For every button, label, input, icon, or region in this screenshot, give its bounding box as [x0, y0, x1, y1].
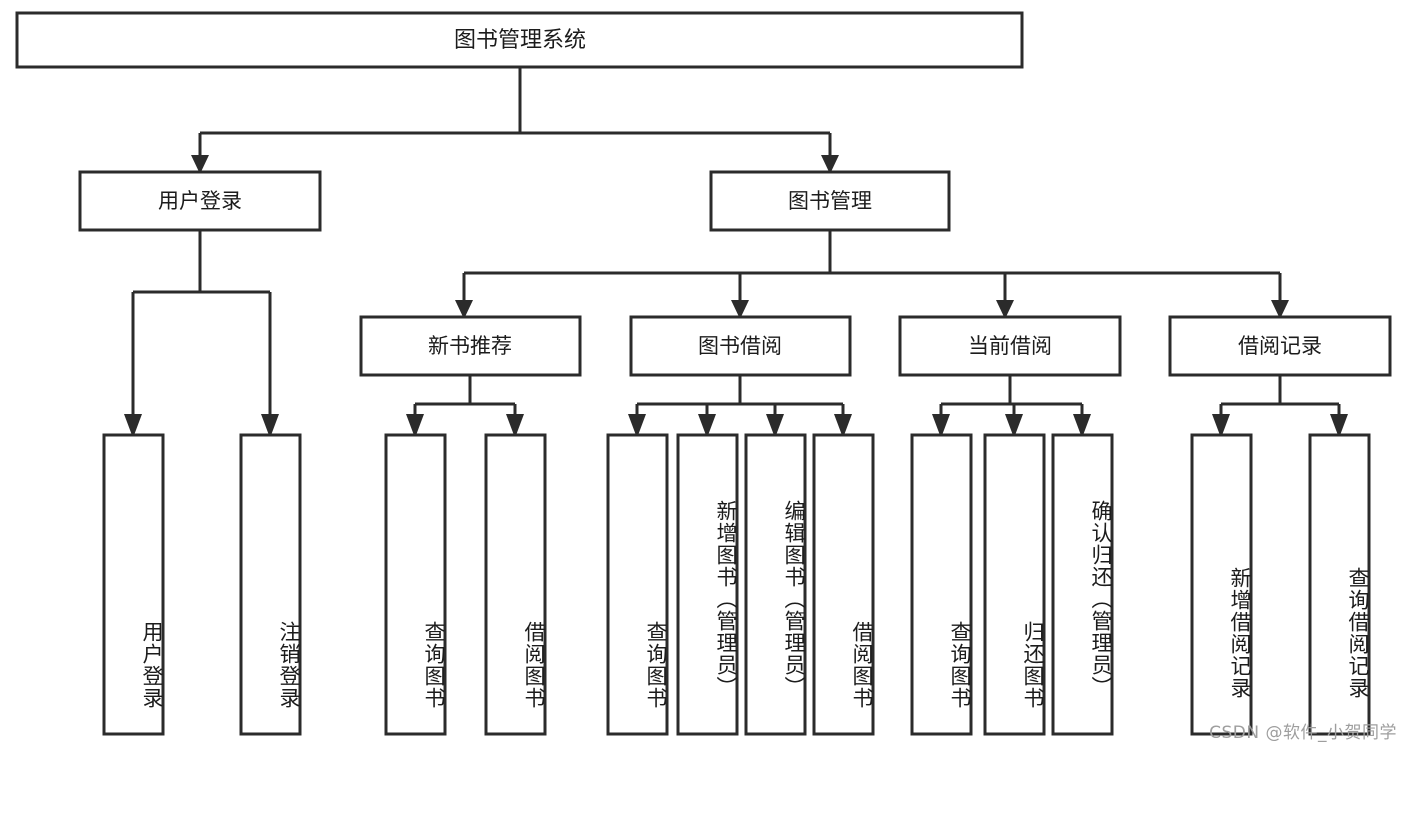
- borrow-record-box[interactable]: [1168, 315, 1392, 377]
- arrow-to-borrow-record: [1271, 300, 1289, 319]
- node-current-borrow[interactable]: 当前借阅: [898, 315, 1122, 377]
- node-book-manage[interactable]: 图书管理: [709, 170, 951, 232]
- arrow-to-leaf-add-book: [698, 414, 716, 438]
- new-book-recommend-box[interactable]: [359, 315, 582, 377]
- current-borrow-label: 当前借阅: [968, 334, 1052, 358]
- arrow-to-leaf-query-book-1: [406, 414, 424, 438]
- arrow-to-leaf-query-record: [1330, 414, 1348, 438]
- root-label: 图书管理系统: [454, 28, 586, 53]
- book-manage-box[interactable]: [709, 170, 951, 232]
- arrow-to-current-borrow: [996, 300, 1014, 319]
- root-box[interactable]: [15, 11, 1024, 69]
- leaf-box-borrow-book-1[interactable]: [484, 433, 547, 736]
- arrow-to-leaf-return-book: [1005, 414, 1023, 438]
- arrow-to-user-login: [191, 155, 209, 174]
- leaf-box-user-login[interactable]: [102, 433, 165, 736]
- arrow-to-leaf-confirm-return: [1073, 414, 1091, 438]
- diagram-canvas: 图书管理系统 用户登录 图书管理 新书推荐 图书借阅 当前借阅 借阅记录: [15, 11, 1392, 736]
- node-root[interactable]: 图书管理系统: [15, 11, 1024, 69]
- arrow-to-book-borrow: [731, 300, 749, 319]
- leaf-box-query-book-2[interactable]: [606, 433, 669, 736]
- arrow-to-leaf-user-login: [124, 414, 142, 438]
- new-book-recommend-label: 新书推荐: [428, 334, 512, 358]
- arrow-to-leaf-query-book-2: [628, 414, 646, 438]
- arrow-to-leaf-borrow-book-1: [506, 414, 524, 438]
- leaf-box-query-record[interactable]: [1308, 433, 1371, 736]
- node-new-book-recommend[interactable]: 新书推荐: [359, 315, 582, 377]
- user-login-box[interactable]: [78, 170, 322, 232]
- current-borrow-box[interactable]: [898, 315, 1122, 377]
- node-user-login[interactable]: 用户登录: [78, 170, 322, 232]
- leaf-box-borrow-book-2[interactable]: [812, 433, 875, 736]
- arrow-to-book-manage: [821, 155, 839, 174]
- leaf-box-query-book-1[interactable]: [384, 433, 447, 736]
- arrow-to-leaf-edit-book: [766, 414, 784, 438]
- arrow-to-leaf-add-record: [1212, 414, 1230, 438]
- user-login-label: 用户登录: [158, 189, 242, 213]
- leaf-box-layer: [102, 433, 1371, 736]
- arrow-to-leaf-logout-login: [261, 414, 279, 438]
- node-borrow-record[interactable]: 借阅记录: [1168, 315, 1392, 377]
- arrowhead-layer: [124, 155, 1348, 438]
- arrow-to-leaf-query-book-3: [932, 414, 950, 438]
- leaf-box-return-book[interactable]: [983, 433, 1046, 736]
- book-borrow-label: 图书借阅: [698, 334, 782, 358]
- leaf-box-logout-login[interactable]: [239, 433, 302, 736]
- leaf-box-query-book-3[interactable]: [910, 433, 973, 736]
- leaf-box-add-record[interactable]: [1190, 433, 1253, 736]
- leaf-box-confirm-return[interactable]: [1051, 433, 1114, 736]
- arrow-to-leaf-borrow-book-2: [834, 414, 852, 438]
- leaf-box-add-book[interactable]: [676, 433, 739, 736]
- diagram-root: 图书管理系统 用户登录 图书管理 新书推荐 图书借阅 当前借阅 借阅记录: [15, 11, 1397, 743]
- book-manage-label: 图书管理: [788, 189, 872, 213]
- borrow-record-label: 借阅记录: [1238, 334, 1322, 358]
- leaf-box-edit-book[interactable]: [744, 433, 807, 736]
- csdn-watermark: CSDN @软件_小贺同学: [1209, 723, 1397, 743]
- book-borrow-box[interactable]: [629, 315, 852, 377]
- arrow-to-new-book-recommend: [455, 300, 473, 319]
- node-book-borrow[interactable]: 图书借阅: [629, 315, 852, 377]
